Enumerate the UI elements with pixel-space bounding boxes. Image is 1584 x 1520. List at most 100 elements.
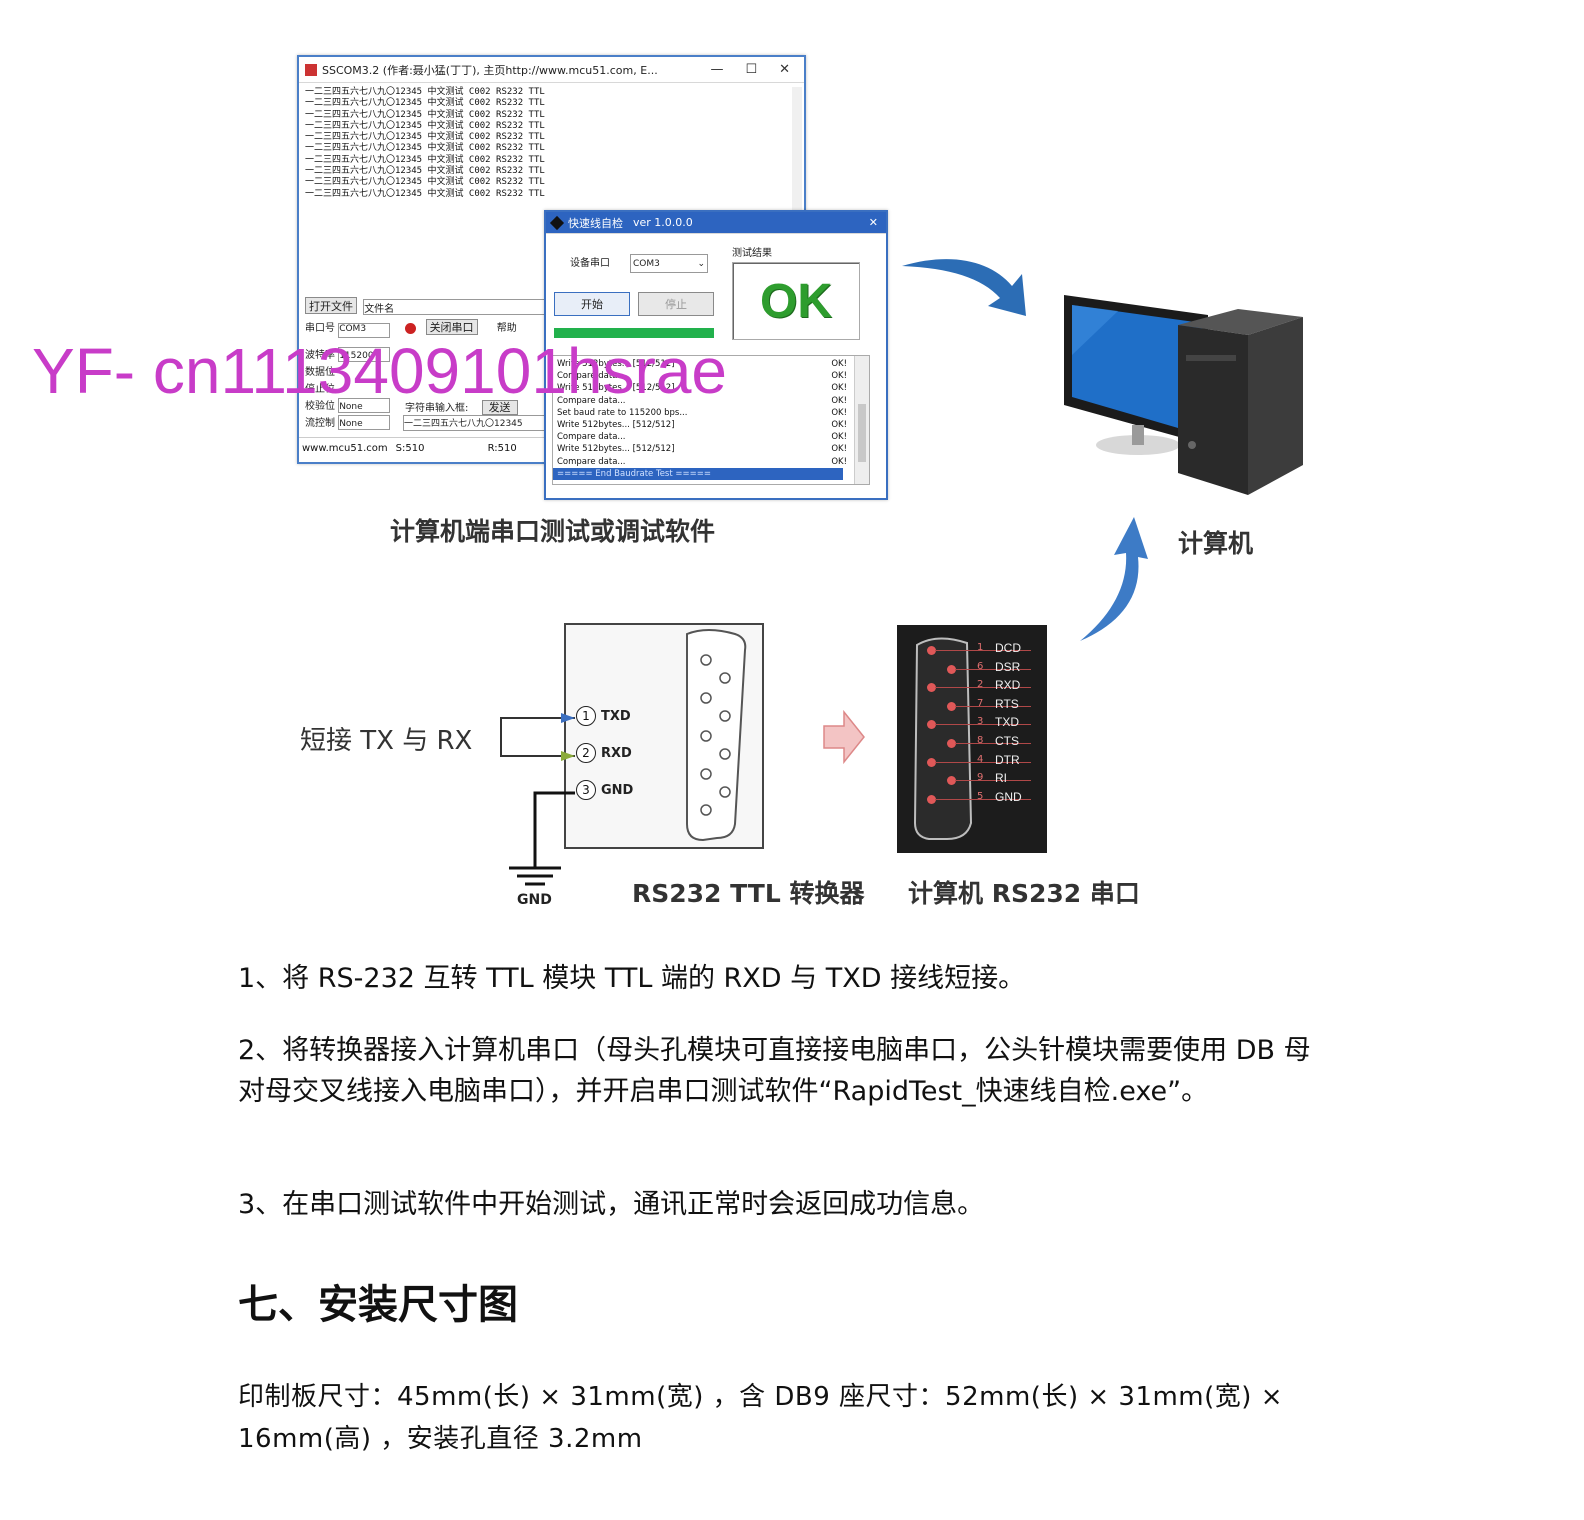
baud-select[interactable]: 115200 <box>338 347 391 362</box>
db9-pin-line <box>955 668 1031 670</box>
db9-pin-dot <box>927 794 936 804</box>
result-group-label: 测试结果 <box>732 248 772 259</box>
progress-bar <box>554 328 714 338</box>
log-row: Compare data...OK! <box>557 395 847 407</box>
close-icon[interactable]: ✕ <box>779 62 790 77</box>
db9-pin-line <box>955 780 1031 782</box>
db9-pin-label: DSR <box>995 659 1021 674</box>
stop-bits-label: 停止位 <box>305 384 335 395</box>
progress-fill <box>554 328 714 338</box>
status-site: www.mcu51.com <box>302 443 388 454</box>
log-row-status: OK! <box>831 444 847 455</box>
db9-pin-line <box>935 724 1031 726</box>
receive-line: 一二三四五六七八九〇12345 中文测试 C002 RS232 TTL <box>305 188 545 199</box>
step-2: 2、将转换器接入计算机串口（母头孔模块可直接接电脑串口，公头针模块需要使用 DB… <box>238 1035 1311 1107</box>
db9-pin-label: DTR <box>995 752 1020 767</box>
log-area[interactable]: Write 512bytes... [512/512] OK! Compare da… <box>552 355 870 485</box>
log-row: Write 512bytes... [512/512]OK! <box>557 382 847 394</box>
send-button[interactable]: 发送 <box>481 399 518 415</box>
db9-pin-line <box>935 650 1031 651</box>
db9-pin-label: DCD <box>995 641 1021 655</box>
ttl-pin-number: 2 <box>576 743 596 763</box>
receive-line: 一二三四五六七八九〇12345 中文测试 C002 RS232 TTL <box>305 132 545 143</box>
caption-pc-port: 计算机 RS232 串口 <box>908 879 1140 908</box>
gnd-label: GND <box>517 892 552 908</box>
log-row-text: Compare data... <box>557 432 626 443</box>
db9-pin-dot <box>947 701 956 711</box>
log-row-status: OK! <box>831 371 847 382</box>
app-icon <box>305 63 317 76</box>
log-row: Write 512bytes... [512/512] OK! <box>557 443 847 455</box>
log-row-status: OK! <box>831 420 847 431</box>
log-row-status: OK! <box>831 432 847 443</box>
log-row-text: Write 512bytes... [512/512] <box>557 359 675 369</box>
device-port-select[interactable]: COM3 ⌄ <box>630 254 708 273</box>
db9-pin-line <box>935 761 1031 763</box>
stop-button[interactable]: 停止 <box>638 292 714 316</box>
log-row-text: Write 512bytes... [512/512] <box>557 444 675 455</box>
db9-pin-number: 4 <box>977 753 984 765</box>
device-port-value: COM3 <box>633 258 660 269</box>
parity-select[interactable]: None <box>338 398 391 413</box>
start-button[interactable]: 开始 <box>554 292 630 316</box>
arrow-right <box>823 710 865 764</box>
db9-pin-number: 9 <box>977 772 984 784</box>
status-sent: S:510 <box>395 443 425 454</box>
log-scrollbar[interactable] <box>854 356 869 484</box>
close-icon[interactable]: ✕ <box>868 216 878 229</box>
db9-pin-dot <box>927 683 936 693</box>
receive-scrollbar[interactable] <box>792 87 802 287</box>
db9-pin-dot <box>947 739 956 748</box>
maximize-icon[interactable]: ☐ <box>745 62 758 77</box>
db9-pin-label: GND <box>995 789 1022 804</box>
baud-label: 波特率 <box>305 350 335 361</box>
rapidtest-version: ver 1.0.0.0 <box>633 216 693 229</box>
db9-pin-number: 5 <box>977 790 984 802</box>
caption-software: 计算机端串口测试或调试软件 <box>390 517 716 546</box>
chevron-down-icon: ⌄ <box>697 258 705 269</box>
log-row-status: OK! <box>831 407 847 418</box>
ttl-pin-label: GND <box>601 782 634 798</box>
caption-short-tx-rx: 短接 TX 与 RX <box>300 726 473 756</box>
parity-label: 校验位 <box>305 401 335 412</box>
step-1: 1、将 RS-232 互转 TTL 模块 TTL 端的 RXD 与 TXD 接线… <box>238 963 1026 994</box>
status-received: R:510 <box>487 443 517 454</box>
log-selected-row[interactable]: ===== End Baudrate Test ===== <box>553 467 843 481</box>
log-row-status: OK! <box>831 456 847 467</box>
db9-pin-line <box>955 705 1031 707</box>
caption-computer: 计算机 <box>1178 529 1254 558</box>
app-icon <box>549 215 565 230</box>
port-label: 串口号 <box>305 323 335 334</box>
step-3: 3、在串口测试软件中开始测试，通讯正常时会返回成功信息。 <box>238 1189 985 1220</box>
help-button[interactable]: 帮助 <box>496 323 517 334</box>
receive-line: 一二三四五六七八九〇12345 中文测试 C002 RS232 TTL <box>305 98 545 109</box>
log-row: Set baud rate to 115200 bps... OK! <box>557 407 847 419</box>
flow-select[interactable]: None <box>338 415 391 430</box>
log-row: Compare data... OK! <box>557 370 847 382</box>
log-row-status: OK! <box>831 383 847 394</box>
receive-line: 一二三四五六七八九〇12345 中文测试 C002 RS232 TTL <box>305 177 545 188</box>
log-row: Write 512bytes... [512/512]OK! <box>557 419 847 431</box>
minimize-icon[interactable]: — <box>710 62 724 77</box>
open-file-button[interactable]: 打开文件 <box>305 297 357 314</box>
send-input[interactable]: 一二三四五六七八九〇12345 <box>403 415 545 431</box>
log-row-text: Set baud rate to 115200 bps... <box>557 407 688 418</box>
db9-pin-number: 6 <box>977 660 984 672</box>
ttl-pin-label: TXD <box>601 708 631 724</box>
close-port-button[interactable]: 关闭串口 <box>425 319 478 335</box>
ttl-pin-number: 1 <box>576 706 596 726</box>
db9-pin-dot <box>947 664 956 674</box>
watermark: YF- cn1113409101hsrae <box>32 335 727 407</box>
log-row-text: Compare data... <box>557 371 626 382</box>
ttl-pin: 1 TXD <box>576 706 631 726</box>
db9-pin-line <box>955 743 1031 744</box>
db9-pin-label: CTS <box>995 734 1019 748</box>
record-icon <box>405 322 417 334</box>
log-row-status: OK! <box>831 395 847 406</box>
db9-pin-number: 2 <box>977 679 984 691</box>
file-name-field[interactable]: 文件名 <box>363 298 546 315</box>
db9-pin-dot <box>947 776 956 786</box>
